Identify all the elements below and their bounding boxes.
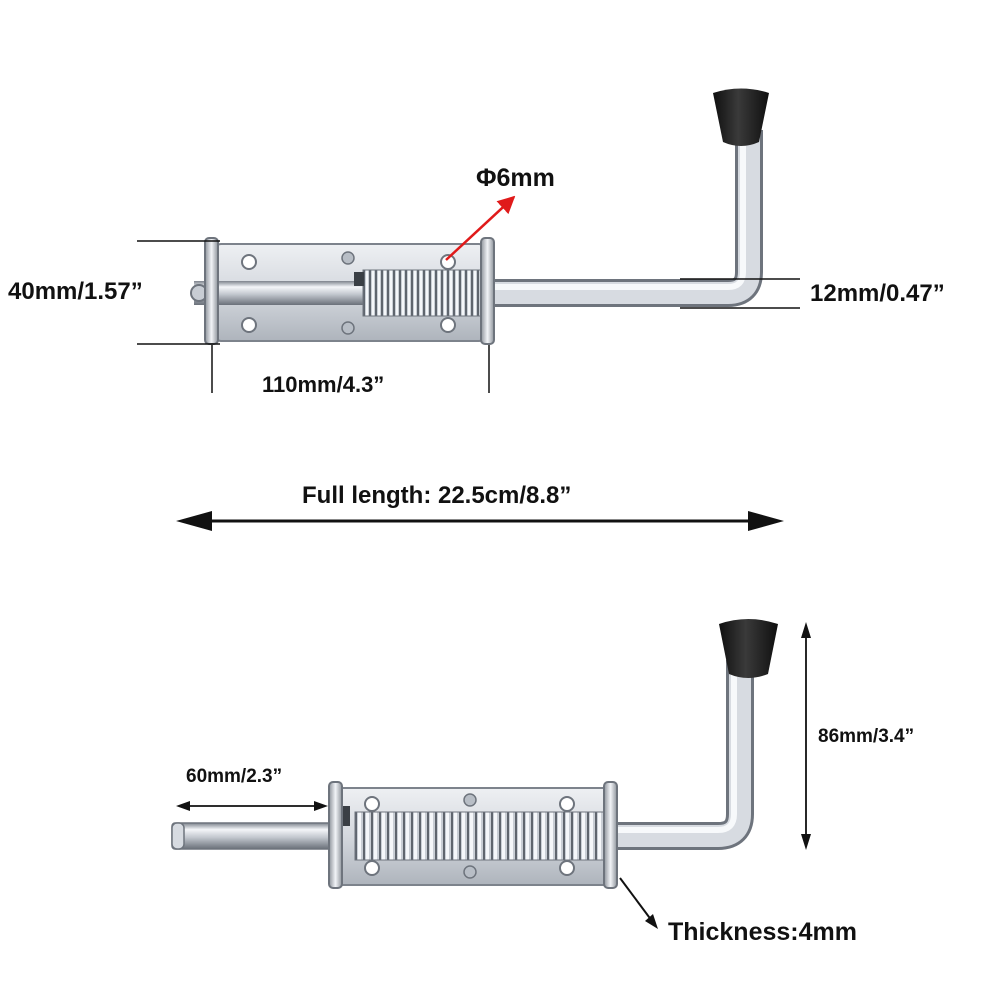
- upper-latch: [190, 88, 769, 345]
- body-length-label: 110mm/4.3”: [262, 372, 385, 397]
- upper-right-flange: [480, 237, 495, 345]
- handle-height-label: 86mm/3.4”: [818, 726, 915, 747]
- lower-dimension-arrows: [176, 622, 811, 929]
- pin-extension-label: 60mm/2.3”: [186, 766, 283, 787]
- upper-rubber-cap: [713, 88, 769, 146]
- lower-right-flange: [603, 781, 618, 889]
- pin-diameter-label: Φ6mm: [476, 164, 555, 192]
- lower-spring: [354, 811, 611, 861]
- thickness-label: Thickness:4mm: [668, 918, 857, 946]
- height-40mm-label: 40mm/1.57”: [8, 278, 143, 305]
- lower-mounting-holes: [364, 796, 575, 876]
- upper-mounting-holes: [241, 254, 456, 333]
- lower-handle-rod: [610, 660, 754, 850]
- lower-latch: [171, 619, 778, 889]
- rod-diameter-label: 12mm/0.47”: [810, 280, 945, 307]
- upper-spring: [362, 269, 483, 317]
- full-length-label: Full length: 22.5cm/8.8”: [302, 482, 572, 509]
- full-length-arrow: [176, 511, 784, 531]
- upper-handle-rod: [480, 130, 763, 307]
- upper-dimension-lines: [137, 240, 800, 393]
- lower-left-flange: [328, 781, 343, 889]
- pin-diameter-arrow: [445, 195, 516, 261]
- upper-left-flange: [204, 237, 219, 345]
- lower-rubber-cap: [719, 619, 778, 678]
